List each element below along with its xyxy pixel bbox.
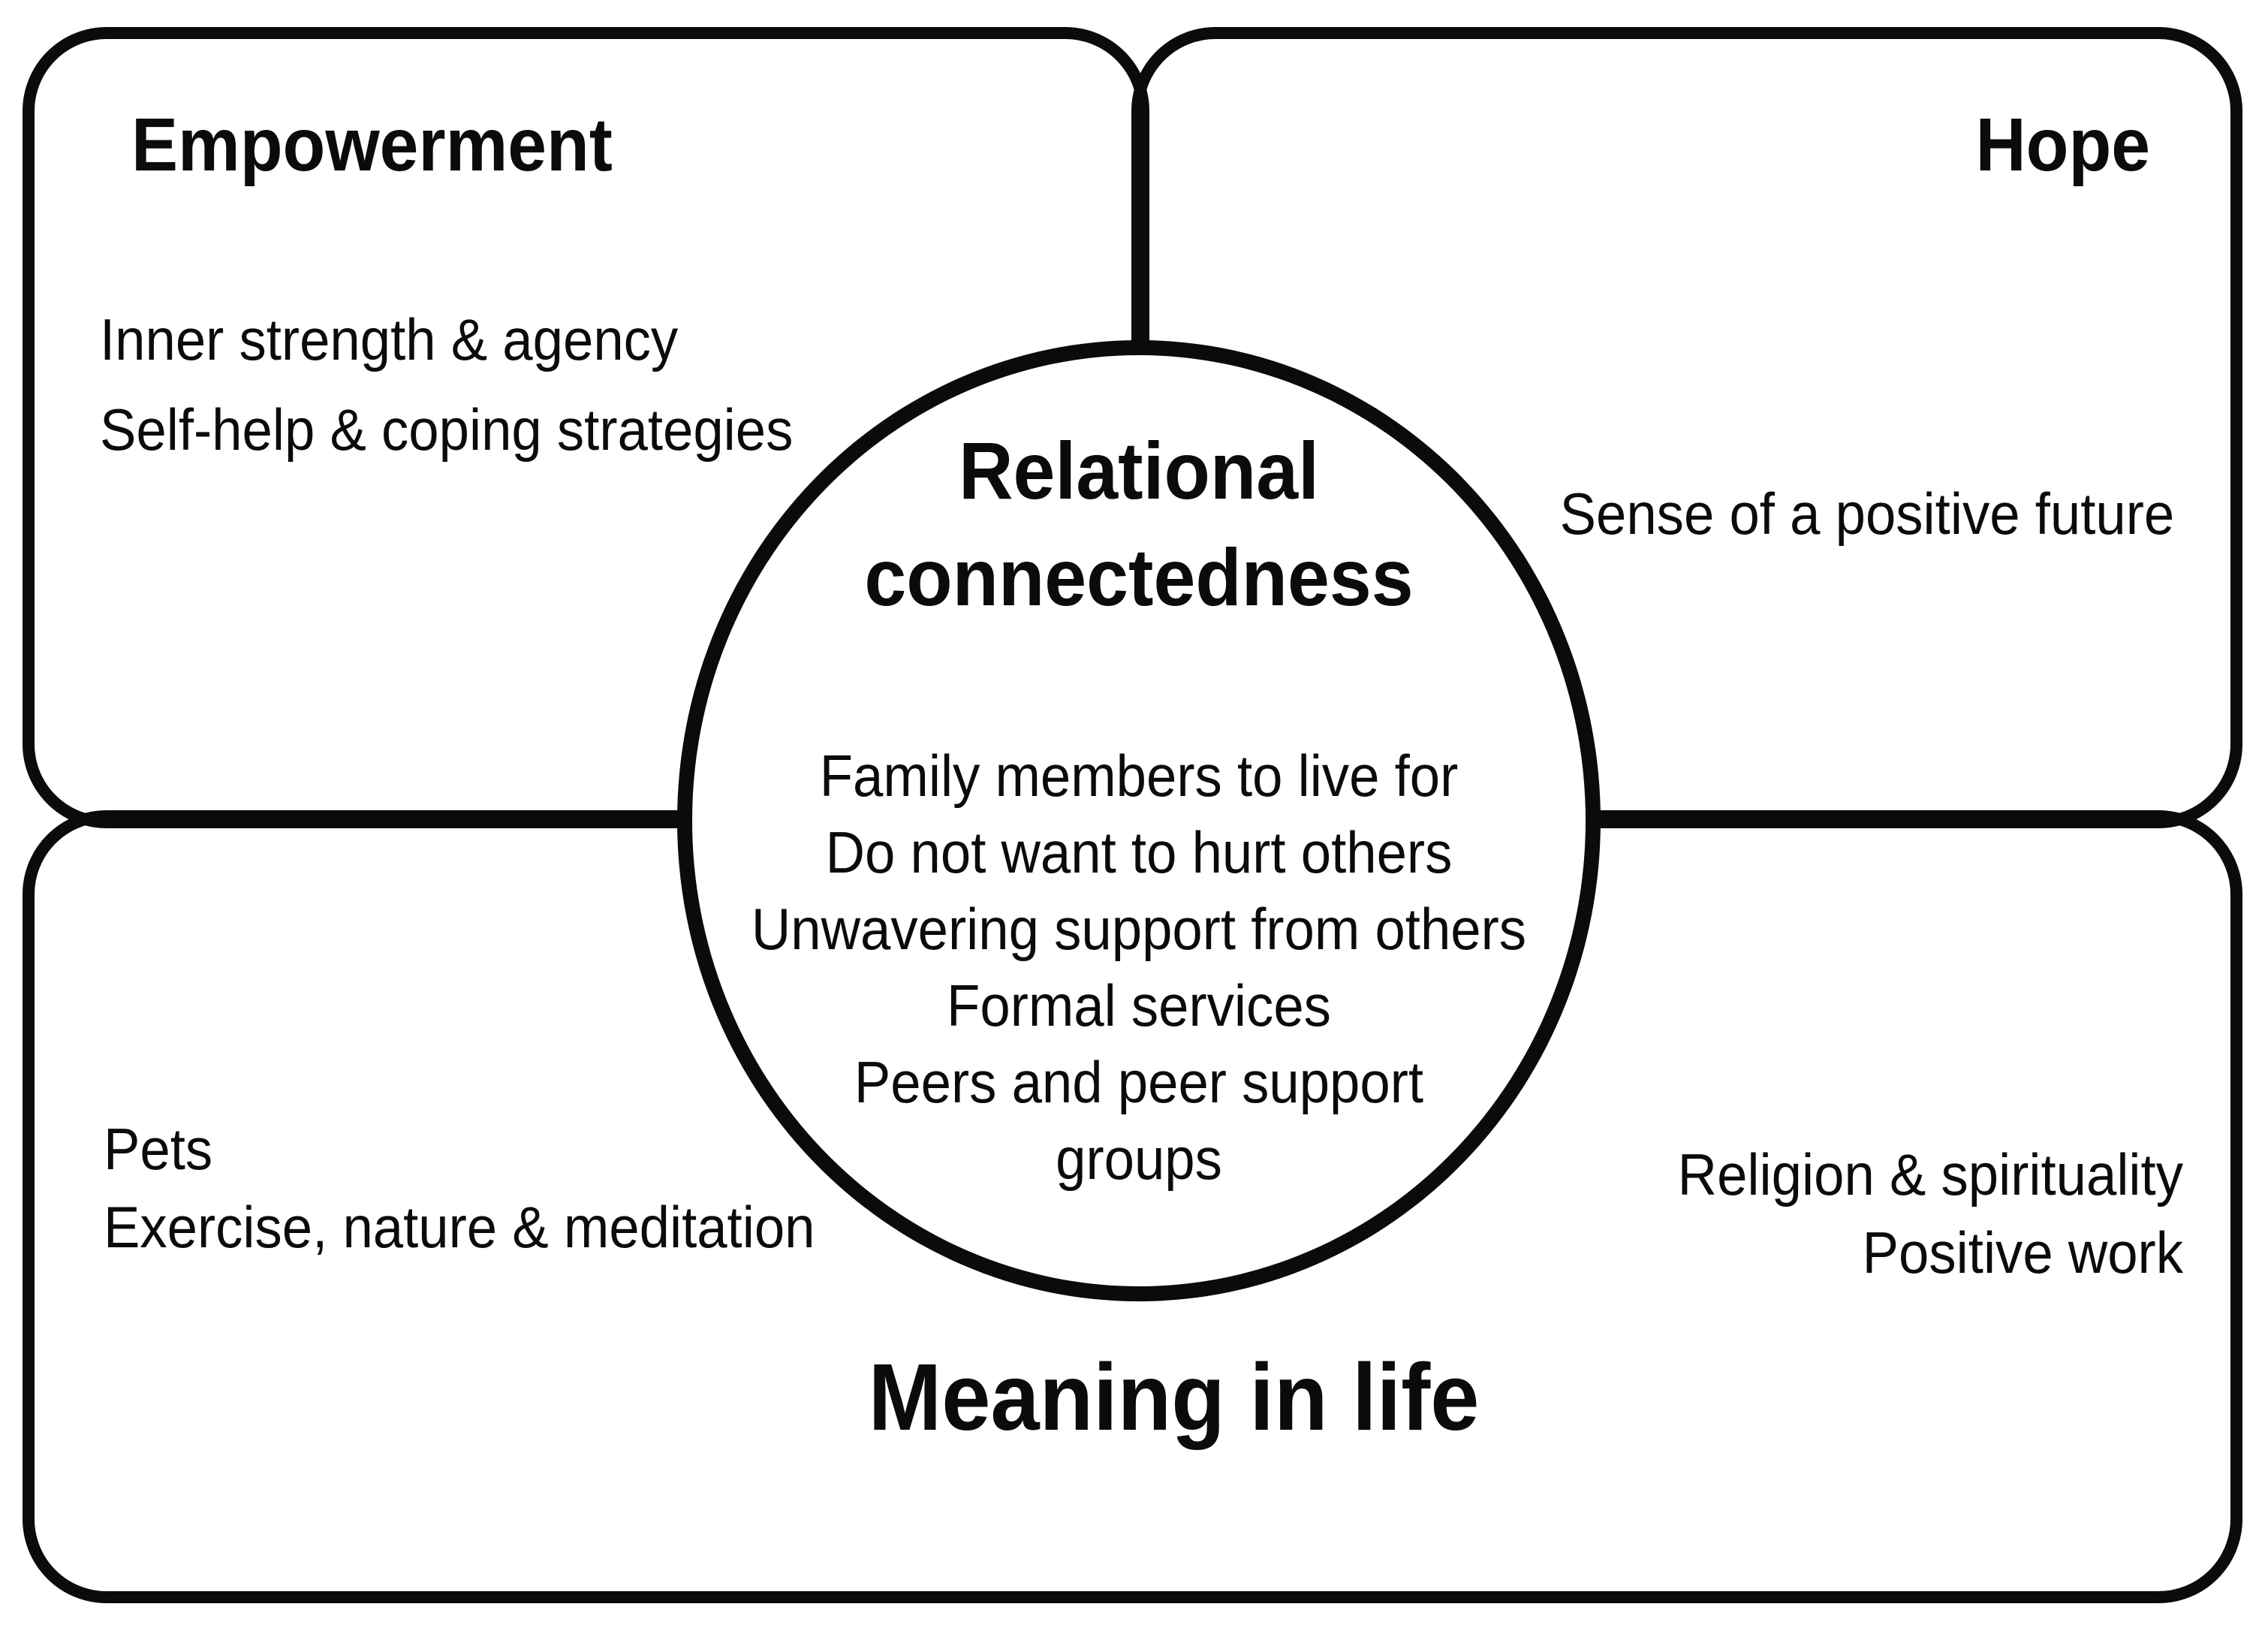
hope-title: Hope [1976, 107, 2151, 182]
circle-item: Unwavering support from others [751, 896, 1527, 962]
circle-item: Peers and peer support [854, 1049, 1424, 1115]
empowerment-items: Inner strength & agency Self-help & copi… [100, 294, 793, 475]
empowerment-item: Inner strength & agency [100, 306, 679, 372]
circle-item: Family members to live for [819, 743, 1459, 809]
hope-item: Sense of a positive future [1559, 481, 2174, 547]
meaning-item: Exercise, nature & meditation [104, 1194, 815, 1260]
meaning-items-left: Pets Exercise, nature & meditation [104, 1110, 815, 1266]
empowerment-title: Empowerment [131, 107, 613, 182]
meaning-title-text: Meaning in life [868, 1344, 1480, 1450]
empowerment-title-text: Empowerment [131, 103, 613, 187]
hope-items: Sense of a positive future [1559, 484, 2174, 543]
meaning-items-right: Religion & spirituality Positive work [1678, 1135, 2183, 1292]
circle-title-line: connectedness [864, 532, 1414, 623]
circle-title-line: Relational [959, 425, 1319, 516]
meaning-title: Meaning in life [141, 1350, 2206, 1445]
hope-title-text: Hope [1975, 103, 2151, 187]
meaning-item: Positive work [1862, 1219, 2183, 1286]
empowerment-item: Self-help & coping strategies [100, 396, 794, 463]
circle-item: Formal services [947, 972, 1331, 1039]
circle-title: Relational connectedness [709, 418, 1568, 631]
meaning-item: Pets [104, 1116, 213, 1182]
circle-items: Family members to live for Do not want t… [709, 737, 1568, 1197]
circle-item: groups [1056, 1126, 1222, 1192]
circle-item: Do not want to hurt others [825, 819, 1453, 885]
meaning-item: Religion & spirituality [1677, 1141, 2183, 1207]
